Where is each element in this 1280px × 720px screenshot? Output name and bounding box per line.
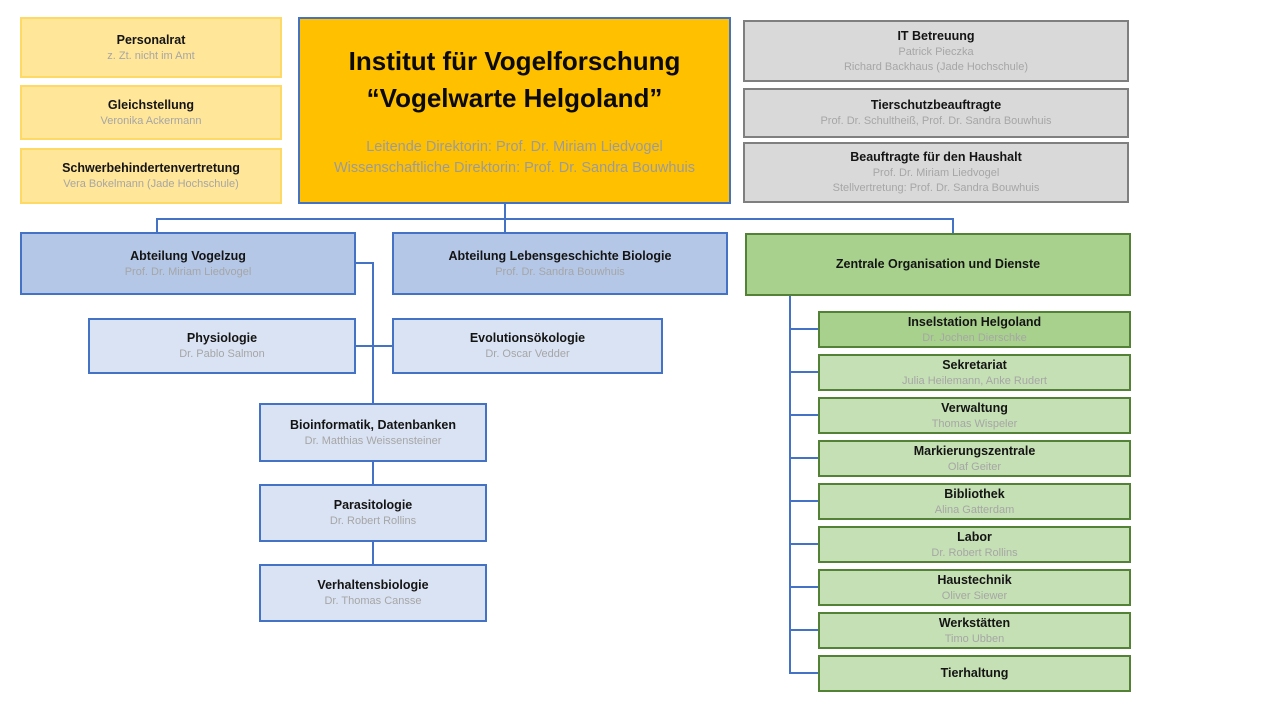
box-subtitle: Stellvertretung: Prof. Dr. Sandra Bouwhu… xyxy=(832,182,1040,194)
box-title: IT Betreuung xyxy=(897,28,975,43)
box-title: Beauftragte für den Haushalt xyxy=(850,150,1022,164)
box-title: Schwerbehindertenvertretung xyxy=(62,161,240,175)
box-gleichstellung: Gleichstellung Veronika Ackermann xyxy=(20,85,282,140)
central-inselstation: Inselstation Helgoland Dr. Jochen Diersc… xyxy=(818,311,1131,348)
central-labor: Labor Dr. Robert Rollins xyxy=(818,526,1131,563)
group-head: Dr. Matthias Weissensteiner xyxy=(304,434,442,447)
central-sekretariat: Sekretariat Julia Heilemann, Anke Rudert xyxy=(818,354,1131,391)
dept-vogelzug: Abteilung Vogelzug Prof. Dr. Miriam Lied… xyxy=(20,232,356,295)
box-title: Gleichstellung xyxy=(107,97,195,112)
dept-head: Prof. Dr. Miriam Liedvogel xyxy=(124,265,252,278)
box-personalrat: Personalrat z. Zt. nicht im Amt xyxy=(20,17,282,78)
dept-lebensgeschichte-biologie: Abteilung Lebensgeschichte Biologie Prof… xyxy=(392,232,728,295)
item-person: Dr. Robert Rollins xyxy=(931,546,1018,559)
dept-head: Prof. Dr. Sandra Bouwhuis xyxy=(495,265,625,278)
connector-line xyxy=(952,218,954,234)
box-title: Tierschutzbeauftragte xyxy=(870,98,1002,112)
connector-line xyxy=(789,371,819,373)
item-title: Sekretariat xyxy=(942,357,1007,372)
connector-line xyxy=(789,296,791,674)
connector-line xyxy=(789,414,819,416)
item-title: Inselstation Helgoland xyxy=(907,314,1042,329)
box-subtitle: Veronika Ackermann xyxy=(100,114,202,127)
group-title: Physiologie xyxy=(186,331,258,345)
item-title: Markierungszentrale xyxy=(913,443,1036,458)
group-parasitologie: Parasitologie Dr. Robert Rollins xyxy=(259,484,487,542)
connector-line xyxy=(372,262,374,404)
dept-title: Abteilung Vogelzug xyxy=(130,248,246,263)
item-person: Julia Heilemann, Anke Rudert xyxy=(902,374,1047,387)
group-title: Parasitologie xyxy=(333,498,413,512)
item-title: Werkstätten xyxy=(938,615,1011,630)
director-line: Wissenschaftliche Direktorin: Prof. Dr. … xyxy=(333,159,696,176)
central-tierhaltung: Tierhaltung xyxy=(818,655,1131,692)
group-head: Dr. Robert Rollins xyxy=(329,515,417,527)
box-subtitle: Vera Bokelmann (Jade Hochschule) xyxy=(63,178,239,190)
box-beauftragte-haushalt: Beauftragte für den Haushalt Prof. Dr. M… xyxy=(743,142,1129,203)
group-title: Verhaltensbiologie xyxy=(317,578,429,592)
dept-title: Abteilung Lebensgeschichte Biologie xyxy=(448,248,672,263)
box-tierschutzbeauftragte: Tierschutzbeauftragte Prof. Dr. Schulthe… xyxy=(743,88,1129,138)
connector-line xyxy=(789,457,819,459)
director-line: Leitende Direktorin: Prof. Dr. Miriam Li… xyxy=(366,138,663,155)
central-werkstaetten: Werkstätten Timo Ubben xyxy=(818,612,1131,649)
item-person: Timo Ubben xyxy=(944,632,1005,645)
group-evolutionsoekologie: Evolutionsökologie Dr. Oscar Vedder xyxy=(392,318,663,374)
box-subtitle: Prof. Dr. Schultheiß, Prof. Dr. Sandra B… xyxy=(820,115,1052,127)
connector-line xyxy=(789,543,819,545)
group-head: Dr. Pablo Salmon xyxy=(179,348,265,360)
box-it-betreuung: IT Betreuung Patrick Pieczka Richard Bac… xyxy=(743,20,1129,82)
connector-line xyxy=(789,586,819,588)
item-person: Olaf Geiter xyxy=(947,460,1002,473)
institute-title-line2: “Vogelwarte Helgoland” xyxy=(366,82,663,113)
group-title: Evolutionsökologie xyxy=(469,331,586,345)
central-haustechnik: Haustechnik Oliver Siewer xyxy=(818,569,1131,606)
box-subtitle: z. Zt. nicht im Amt xyxy=(107,49,195,62)
item-title: Bibliothek xyxy=(944,486,1005,501)
item-person: Dr. Jochen Dierschke xyxy=(922,331,1027,344)
group-physiologie: Physiologie Dr. Pablo Salmon xyxy=(88,318,356,374)
institute-title-line1: Institut für Vogelforschung xyxy=(348,45,681,76)
connector-line xyxy=(356,345,392,347)
box-subtitle: Richard Backhaus (Jade Hochschule) xyxy=(843,60,1029,73)
connector-line xyxy=(789,328,819,330)
connector-line xyxy=(157,218,954,220)
dept-title: Zentrale Organisation und Dienste xyxy=(835,257,1041,271)
connector-line xyxy=(156,218,158,233)
central-verwaltung: Verwaltung Thomas Wispeler xyxy=(818,397,1131,434)
connector-line xyxy=(504,204,506,233)
box-schwerbehindertenvertretung: Schwerbehindertenvertretung Vera Bokelma… xyxy=(20,148,282,204)
item-person: Oliver Siewer xyxy=(941,589,1008,602)
main-title-box: Institut für Vogelforschung “Vogelwarte … xyxy=(298,17,731,204)
connector-line xyxy=(789,672,819,674)
item-title: Haustechnik xyxy=(937,572,1012,587)
item-person: Alina Gatterdam xyxy=(934,503,1015,516)
item-title: Labor xyxy=(957,529,992,544)
connector-line xyxy=(789,629,819,631)
box-subtitle: Patrick Pieczka xyxy=(898,45,974,58)
connector-line xyxy=(372,462,374,485)
group-head: Dr. Oscar Vedder xyxy=(485,348,570,360)
connector-line xyxy=(356,262,374,264)
group-title: Bioinformatik, Datenbanken xyxy=(290,417,456,432)
group-bioinformatik: Bioinformatik, Datenbanken Dr. Matthias … xyxy=(259,403,487,462)
group-head: Dr. Thomas Cansse xyxy=(324,595,422,607)
item-title: Verwaltung xyxy=(941,400,1008,415)
dept-zentrale-organisation: Zentrale Organisation und Dienste xyxy=(745,233,1131,296)
connector-line xyxy=(789,500,819,502)
connector-line xyxy=(372,542,374,565)
box-title: Personalrat xyxy=(116,32,186,47)
box-subtitle: Prof. Dr. Miriam Liedvogel xyxy=(872,167,1000,179)
item-person: Thomas Wispeler xyxy=(931,417,1018,430)
central-markierungszentrale: Markierungszentrale Olaf Geiter xyxy=(818,440,1131,477)
group-verhaltensbiologie: Verhaltensbiologie Dr. Thomas Cansse xyxy=(259,564,487,622)
central-bibliothek: Bibliothek Alina Gatterdam xyxy=(818,483,1131,520)
item-title: Tierhaltung xyxy=(940,666,1009,680)
